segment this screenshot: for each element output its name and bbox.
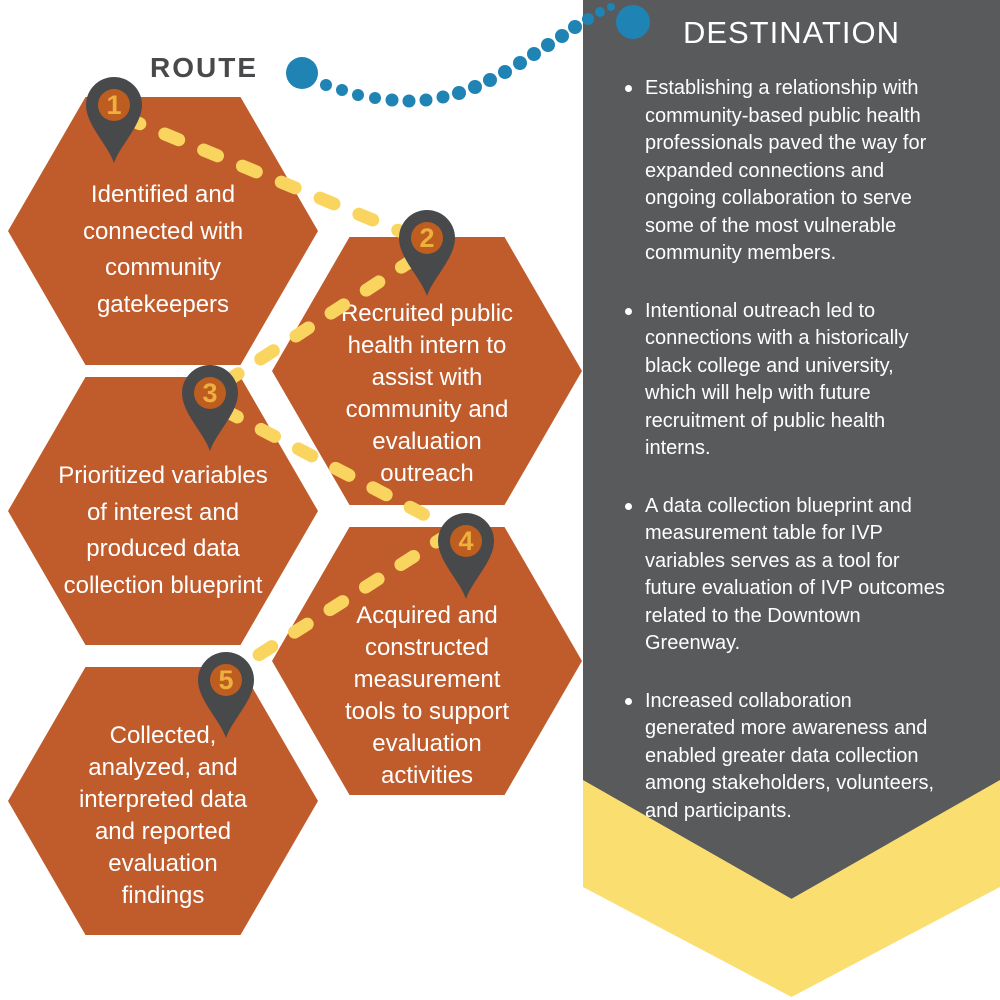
route-step-text: Identified and connected with community … [82,181,244,318]
destination-bullet-list: Establishing a relationship with communi… [624,75,980,855]
route-step-hexagon-5: Collected, analyzed, and interpreted dat… [8,667,318,935]
route-step-hexagon-1: Identified and connected with community … [8,97,318,365]
route-step-hexagon-3: Prioritized variables of interest and pr… [8,377,318,645]
route-step-hexagon-4: Acquired and constructed measurement too… [272,527,582,795]
route-label: ROUTE [150,52,258,83]
destination-panel: DESTINATION [583,0,1000,899]
destination-bullet: Intentional outreach led to connections … [624,298,980,463]
route-step-text: Acquired and constructed measurement too… [344,602,510,789]
route-start-dot [286,57,318,89]
route-step-hexagon-2: Recruited public health intern to assist… [272,237,582,505]
route-step-text: Recruited public health intern to assist… [340,300,514,487]
destination-bullet: Increased collaboration generated more a… [624,688,980,826]
route-step-text: Collected, analyzed, and interpreted dat… [78,722,248,909]
destination-bullet: Establishing a relationship with communi… [624,75,980,268]
route-step-text: Prioritized variables of interest and pr… [58,462,268,599]
destination-bullet: A data collection blueprint and measurem… [624,493,980,658]
destination-title: DESTINATION [682,15,901,50]
